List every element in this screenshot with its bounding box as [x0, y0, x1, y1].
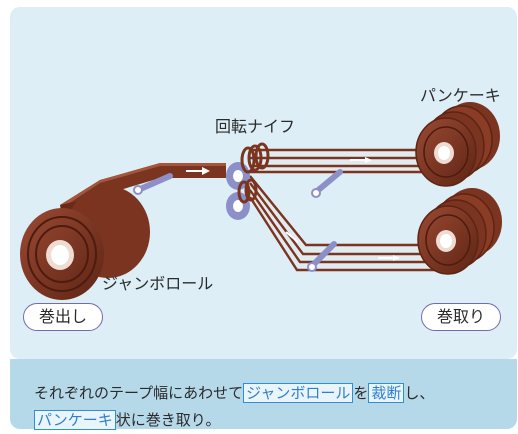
caption-part-3: し、	[404, 384, 435, 402]
caption-part-2: を	[353, 384, 369, 402]
unwind-badge: 巻出し	[23, 303, 103, 331]
rewind-badge: 巻取り	[421, 303, 501, 331]
caption-band: それぞれのテープ幅にあわせてジャンボロールを裁断し、パンケーキ状に巻き取り。	[10, 359, 517, 430]
tape-web	[60, 148, 440, 272]
caption-part-1: それぞれのテープ幅にあわせて	[34, 384, 244, 402]
rotary-knife-label: 回転ナイフ	[215, 117, 296, 136]
pancake-roll-lower	[417, 188, 502, 275]
idler-roller-upper	[311, 169, 343, 198]
caption-term-pancake: パンケーキ	[34, 410, 116, 430]
jumbo-roll-label: ジャンボロール	[102, 274, 214, 293]
rotary-knife	[226, 142, 270, 220]
caption-part-4: 状に巻き取り。	[115, 411, 221, 429]
idler-roller-lower	[307, 241, 337, 272]
pancake-roll-upper	[415, 102, 500, 187]
caption-text: それぞれのテープ幅にあわせてジャンボロールを裁断し、パンケーキ状に巻き取り。	[34, 380, 504, 434]
jumbo-roll	[20, 186, 150, 300]
pancake-label: パンケーキ	[420, 86, 501, 105]
caption-term-cut: 裁断	[368, 383, 405, 403]
idler-roller-left	[133, 173, 173, 195]
caption-term-jumbo-roll: ジャンボロール	[243, 383, 354, 403]
